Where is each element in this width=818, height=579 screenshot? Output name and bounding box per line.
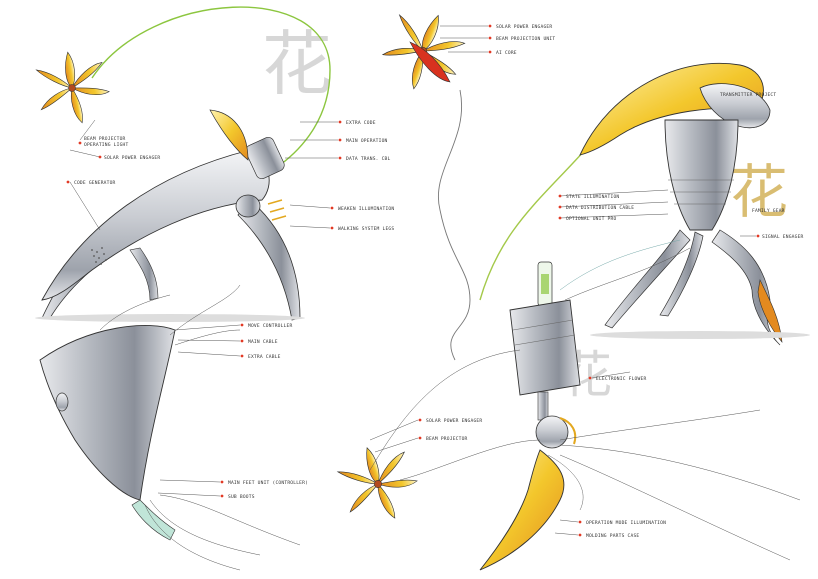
label-move-controller: MOVE CONTROLLER <box>248 323 293 329</box>
leg-accent <box>267 199 287 221</box>
label-walking-system-legs: WALKING SYSTEM LEGS <box>338 226 394 232</box>
tall-leg-right <box>711 229 781 346</box>
label-sub-boots: SUB BOOTS <box>228 494 255 500</box>
gold-blade <box>479 449 565 571</box>
label-family-gear: FAMILY GEAR <box>752 208 785 214</box>
ball-joint <box>535 415 569 449</box>
tall-leg-left <box>604 229 691 329</box>
walker-leg-mid <box>129 247 159 301</box>
neck-cylinder <box>245 136 285 180</box>
torso-cone <box>664 119 739 231</box>
label-data-distribution-cable: DATA DISTRIBUTION CABLE <box>566 205 634 211</box>
label-extra-code: EXTRA CODE <box>346 120 376 126</box>
label-weaken-illumination: WEAKEN ILLUMINATION <box>338 206 394 212</box>
walker-body <box>41 149 270 301</box>
hip-joint <box>235 194 261 218</box>
label-data-trans-cbl: DATA TRANS. CBL <box>346 156 391 162</box>
walker-leg-front <box>237 199 301 321</box>
label-extra-cable: EXTRA CABLE <box>248 354 281 360</box>
label-state-illumination: STATE ILLUMINATION <box>566 194 619 200</box>
label-main-cable: MAIN CABLE <box>248 339 278 345</box>
label-code-generator: CODE GENERATOR <box>74 180 116 186</box>
sketch-stalk-flower <box>331 239 801 571</box>
sketch3-labels: MOVE CONTROLLER MAIN CABLE EXTRA CABLE M… <box>157 323 308 500</box>
orange-foot <box>757 279 783 343</box>
sketch-walker-robot <box>31 6 331 322</box>
label-electronic-flower: ELECTRONIC FLOWER <box>596 376 646 382</box>
kanji-decoration-top: 花 <box>262 23 332 105</box>
kanji-decoration-right: 花 <box>730 158 788 226</box>
cable-long <box>438 89 471 361</box>
label-solar-power-engager-3: SOLAR POWER ENGAGER <box>426 418 482 424</box>
sketch4-labels: SOLAR POWER ENGAGER BEAM PROJECTOR OPERA… <box>369 418 666 539</box>
label-ai-core: AI CORE <box>496 50 517 56</box>
stalk-cables <box>369 349 801 561</box>
tall-leg-mid <box>659 231 704 317</box>
foot-port <box>55 392 69 412</box>
label-molding-parts-case: MOLDING PARTS CASE <box>586 533 639 539</box>
cable-green <box>91 6 331 166</box>
label-main-operation: MAIN OPERATION <box>346 138 388 144</box>
label-beam-projection-unit: BEAM PROJECTION UNIT <box>496 36 555 42</box>
label-main-feet-unit: MAIN FEET UNIT (CONTROLLER) <box>228 480 308 486</box>
label-operating-light: OPERATING LIGHT <box>84 142 129 148</box>
label-operation-mode-illumination: OPERATION MODE ILLUMINATION <box>586 520 666 526</box>
label-solar-power-engager-2: SOLAR POWER ENGAGER <box>496 24 552 30</box>
sketch1-labels: BEAM PROJECTOR OPERATING LIGHT SOLAR POW… <box>66 119 394 232</box>
label-signal-engager: SIGNAL ENGAGER <box>762 234 804 240</box>
foot-shell <box>39 325 176 501</box>
label-beam-projector: BEAM PROJECTOR <box>84 136 126 142</box>
flower-head-3 <box>331 435 427 533</box>
sketch2-labels: SOLAR POWER ENGAGER BEAM PROJECTION UNIT… <box>440 24 804 382</box>
foot-cables <box>144 284 301 571</box>
red-core <box>409 41 451 83</box>
label-beam-projector-2: BEAM PROJECTOR <box>426 436 468 442</box>
flower-head-1 <box>31 45 115 130</box>
yellow-pod <box>209 109 249 161</box>
label-solar-power-engager: SOLAR POWER ENGAGER <box>104 155 160 161</box>
speaker-grille <box>91 247 107 265</box>
cable-green-2 <box>479 149 586 301</box>
stalk-stem <box>537 391 549 421</box>
sketch-tall-robot <box>375 1 810 361</box>
label-optional-unit-pro: OPTIONAL UNIT PRO <box>566 216 616 222</box>
label-transmitter-project: TRANSMITTER PROJECT <box>720 92 776 98</box>
sketch-foot-unit <box>39 284 301 571</box>
cylinder-torso <box>509 299 581 396</box>
head-dome <box>699 83 771 129</box>
